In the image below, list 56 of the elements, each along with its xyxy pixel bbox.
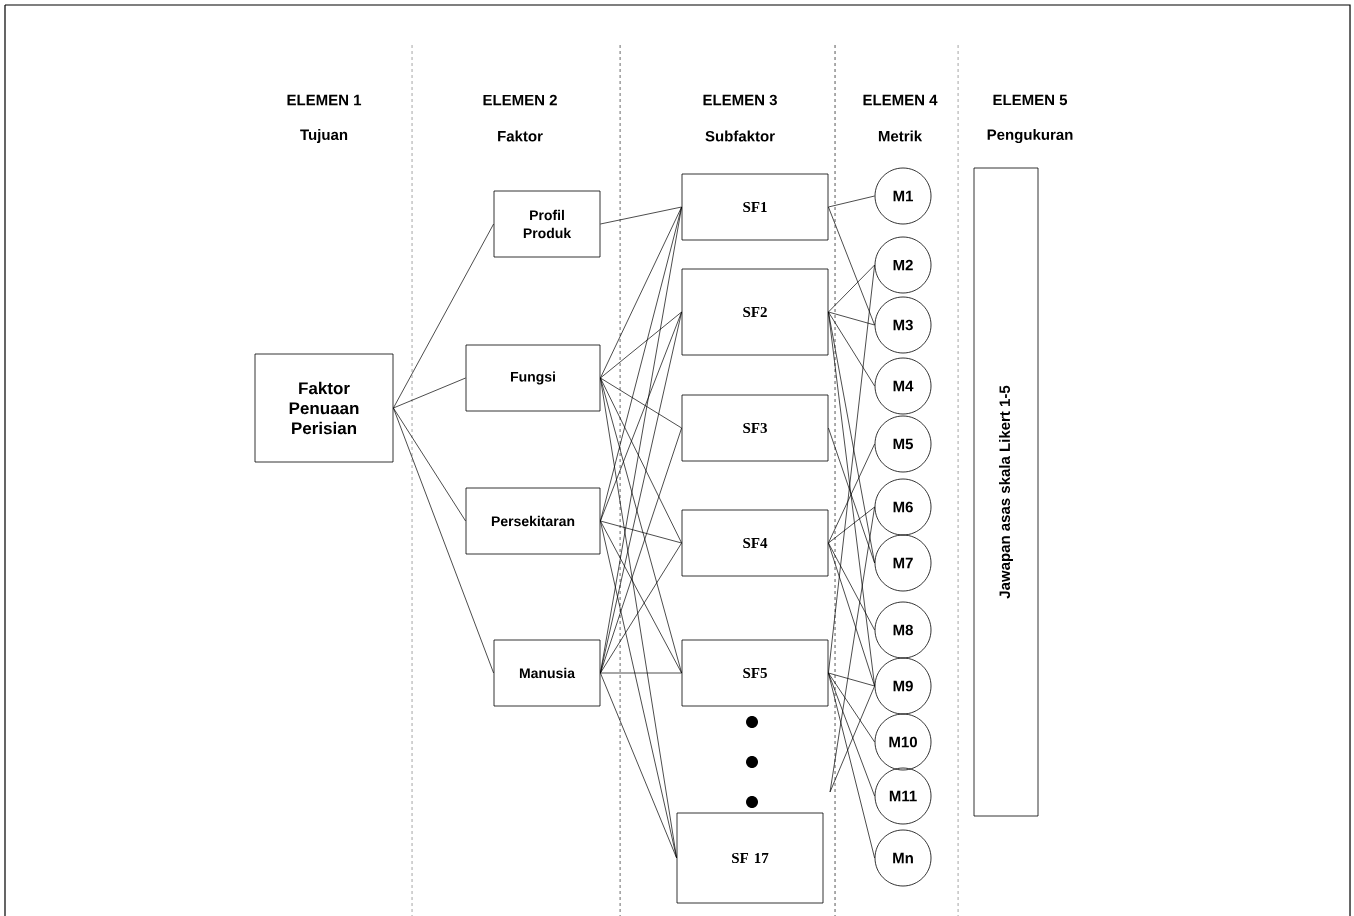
- connector-line: [600, 672, 677, 859]
- connector-line: [600, 427, 682, 674]
- column-header: Subfaktor: [705, 130, 775, 142]
- column-header: Pengukuran: [987, 129, 1073, 144]
- connector-line: [600, 206, 682, 379]
- connector-line: [828, 672, 875, 859]
- subfactor-box: SF4: [681, 509, 829, 577]
- connector-line: [828, 427, 875, 564]
- subfactor-box: SF5: [681, 639, 829, 707]
- connector-line: [393, 407, 494, 674]
- column-header: Tujuan: [300, 129, 348, 143]
- connector-line: [600, 520, 682, 544]
- connector-line: [828, 443, 875, 544]
- connector-line: [828, 672, 875, 797]
- connector-line: [829, 685, 875, 793]
- connector-line: [600, 672, 682, 674]
- column-header: ELEMEN 5: [993, 94, 1068, 106]
- connector-line: [828, 506, 875, 544]
- column-header: Faktor: [498, 130, 543, 142]
- connector-line: [600, 520, 677, 859]
- connector-line: [828, 195, 875, 208]
- connector-line: [600, 311, 682, 522]
- subfactor-box: SF3: [681, 394, 829, 462]
- column-header: ELEMEN 2: [483, 94, 557, 106]
- subfactor-box: SF2: [681, 268, 829, 356]
- connector-line: [393, 377, 466, 409]
- connector-line: [393, 407, 466, 522]
- connector-line: [600, 311, 682, 379]
- connector-line: [828, 672, 875, 687]
- column-header: ELEMEN 4: [863, 94, 938, 106]
- scale-bar: Jawapan asas skala Likert 1-5: [973, 167, 1039, 817]
- factor-box: Fungsi: [465, 344, 601, 412]
- subfactor-box: SF1: [681, 173, 829, 241]
- connector-line: [828, 672, 875, 743]
- factor-box: Profil Produk: [493, 190, 601, 258]
- goal-box: Faktor Penuaan Perisian: [254, 353, 394, 463]
- subfactor-box: SF 17: [676, 812, 824, 904]
- connector-line: [828, 542, 875, 687]
- connector-line: [600, 206, 682, 225]
- column-header: ELEMEN 1: [287, 94, 362, 106]
- column-header: Metrik: [878, 130, 923, 142]
- connector-line: [393, 223, 494, 409]
- connector-line: [600, 377, 682, 544]
- connector-line: [600, 377, 682, 429]
- connector-line: [828, 311, 875, 387]
- connector-line: [828, 311, 875, 564]
- factor-box: Manusia: [493, 639, 601, 707]
- column-header: ELEMEN 3: [703, 94, 777, 106]
- connector-line: [828, 264, 875, 313]
- connector-line: [829, 506, 875, 793]
- connector-line: [600, 377, 682, 674]
- connector-line: [828, 311, 875, 326]
- factor-box: Persekitaran: [465, 487, 601, 555]
- connector-line: [600, 206, 682, 522]
- connector-line: [600, 311, 682, 674]
- connector-line: [828, 206, 875, 326]
